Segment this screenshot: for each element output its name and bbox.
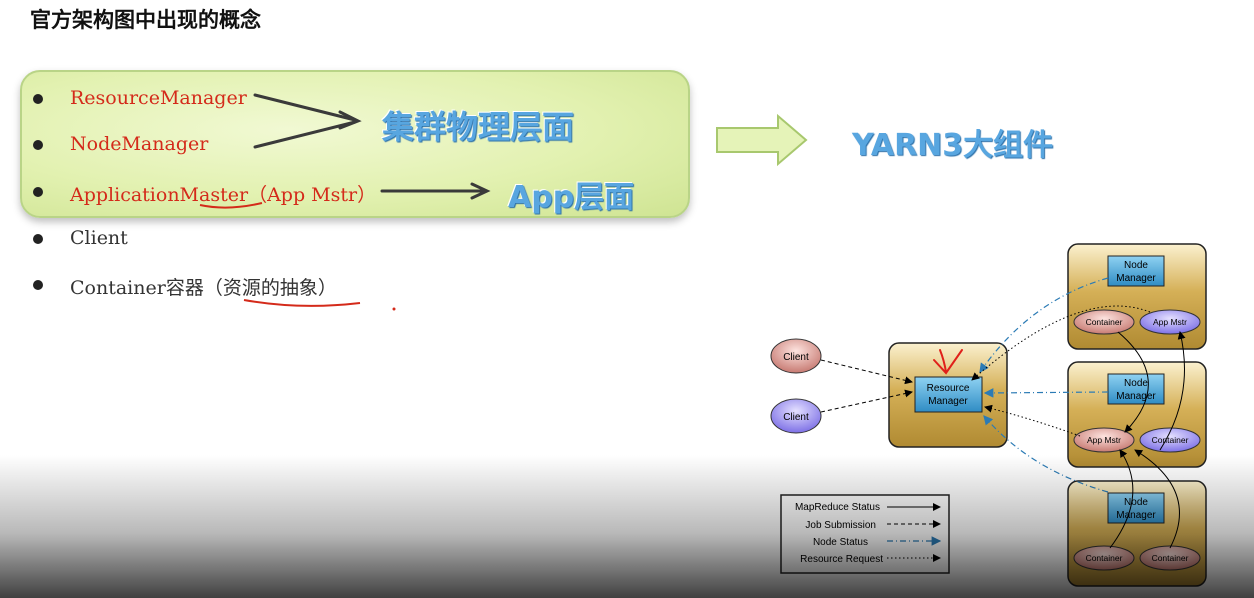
- concept-container: Container容器（资源的抽象）: [70, 273, 337, 300]
- concept-resource-manager: ResourceManager: [70, 87, 247, 109]
- hand-drawn-red-arrow: [933, 349, 963, 375]
- bullet-3: [33, 187, 43, 197]
- cluster-layer-label: 集群物理层面: [382, 108, 575, 146]
- pointer-arrows: [253, 93, 491, 200]
- svg-text:Job Submission: Job Submission: [805, 520, 876, 531]
- bullet-5: [33, 280, 43, 290]
- underline-resource: [243, 299, 361, 307]
- svg-text:Node: Node: [1124, 378, 1148, 389]
- bullet-2: [33, 140, 43, 150]
- highlight-box: [20, 70, 690, 218]
- container-label: Container容器: [70, 277, 204, 299]
- svg-text:Resource Request: Resource Request: [800, 554, 883, 565]
- svg-text:Container: Container: [1086, 553, 1123, 563]
- yarn-components-label: YARN3大组件: [852, 128, 1054, 163]
- concept-client: Client: [70, 227, 128, 249]
- resource-request-arrows: [971, 305, 1151, 437]
- node-box-2: Node Manager App Mstr Container: [1067, 361, 1207, 468]
- svg-text:Node Status: Node Status: [813, 537, 868, 548]
- svg-text:Client: Client: [783, 412, 809, 423]
- svg-text:Resource: Resource: [927, 383, 970, 394]
- svg-text:MapReduce Status: MapReduce Status: [795, 502, 880, 513]
- svg-text:Manager: Manager: [1116, 510, 1156, 521]
- svg-text:Manager: Manager: [1116, 273, 1156, 284]
- svg-text:Container: Container: [1152, 435, 1189, 445]
- application-master-label: ApplicationMaster: [70, 184, 249, 206]
- app-layer-label: App层面: [508, 180, 635, 215]
- legend: MapReduce Status Job Submission Node Sta…: [780, 494, 950, 574]
- big-right-arrow: [716, 113, 808, 167]
- svg-text:Node: Node: [1124, 260, 1148, 271]
- job-submission-arrows: [820, 359, 913, 413]
- underline-master: [199, 202, 263, 209]
- client-1: Client: [770, 338, 822, 374]
- application-master-suffix: （App Mstr）: [248, 184, 377, 206]
- svg-text:Container: Container: [1086, 317, 1123, 327]
- page-title: 官方架构图中出现的概念: [30, 8, 261, 32]
- concept-application-master: ApplicationMaster（App Mstr）: [70, 180, 376, 207]
- bullet-4: [33, 234, 43, 244]
- container-suffix: （资源的抽象）: [203, 277, 337, 299]
- resource-manager-node: Resource Manager: [888, 342, 1008, 448]
- svg-text:Manager: Manager: [1116, 391, 1156, 402]
- svg-text:Client: Client: [783, 352, 809, 363]
- svg-text:Manager: Manager: [928, 396, 968, 407]
- concept-node-manager: NodeManager: [70, 133, 209, 155]
- svg-text:App Mstr: App Mstr: [1153, 317, 1187, 327]
- svg-text:Node: Node: [1124, 497, 1148, 508]
- svg-text:Container: Container: [1152, 553, 1189, 563]
- bullet-1: [33, 94, 43, 104]
- svg-text:App Mstr: App Mstr: [1087, 435, 1121, 445]
- node-box-1: Node Manager Container App Mstr: [1067, 243, 1207, 350]
- client-2: Client: [770, 398, 822, 434]
- node-box-3: Node Manager Container Container: [1067, 480, 1207, 587]
